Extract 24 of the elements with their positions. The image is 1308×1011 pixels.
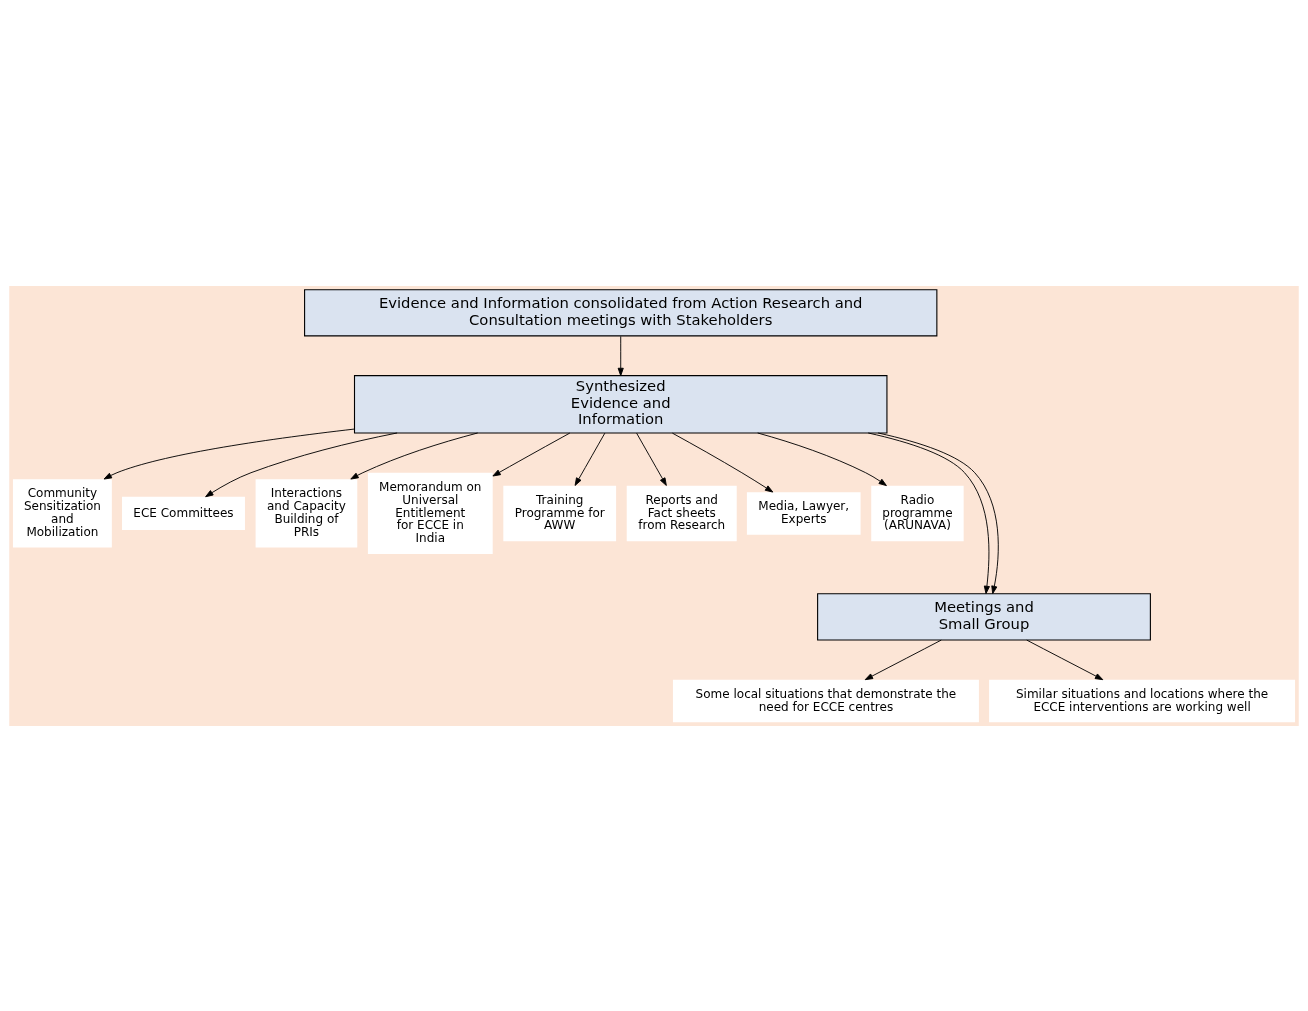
arrow <box>205 432 398 497</box>
arrow <box>636 432 667 486</box>
node-box: Evidence and Information consolidated from Action Research and Consultation meetings with Stakeholders <box>304 288 938 336</box>
node-box: Meetings and Small Group <box>817 592 1151 641</box>
arrow <box>492 432 571 476</box>
node-box: Training Programme for AWW <box>503 485 617 541</box>
node-box: Interactions and Capacity Building of PRIs <box>255 478 358 548</box>
arrow <box>617 335 624 376</box>
arrow <box>103 428 355 479</box>
arrow <box>757 432 887 486</box>
arrow <box>1026 639 1104 680</box>
node-box: Media, Lawyer, Experts <box>746 491 861 535</box>
node-box: Similar situations and locations where the ECCE interventions are working well <box>989 679 1296 722</box>
node-box: ECE Committees <box>122 496 245 530</box>
node-box: Memorandum on Universal Entitlement for ECCE in India <box>367 472 493 554</box>
arrow <box>574 432 606 486</box>
arrow <box>350 432 479 480</box>
node-box: Community Sensitization and Mobilization <box>12 478 112 548</box>
node-box: Reports and Fact sheets from Research <box>626 485 737 541</box>
node-box: Synthesized Evidence and Information <box>353 374 888 434</box>
node-box: Some local situations that demonstrate the need for ECCE centres <box>672 679 979 722</box>
arrow <box>671 432 774 493</box>
node-box: Radio programme (ARUNAVA) <box>871 485 964 541</box>
arrow <box>864 639 942 680</box>
